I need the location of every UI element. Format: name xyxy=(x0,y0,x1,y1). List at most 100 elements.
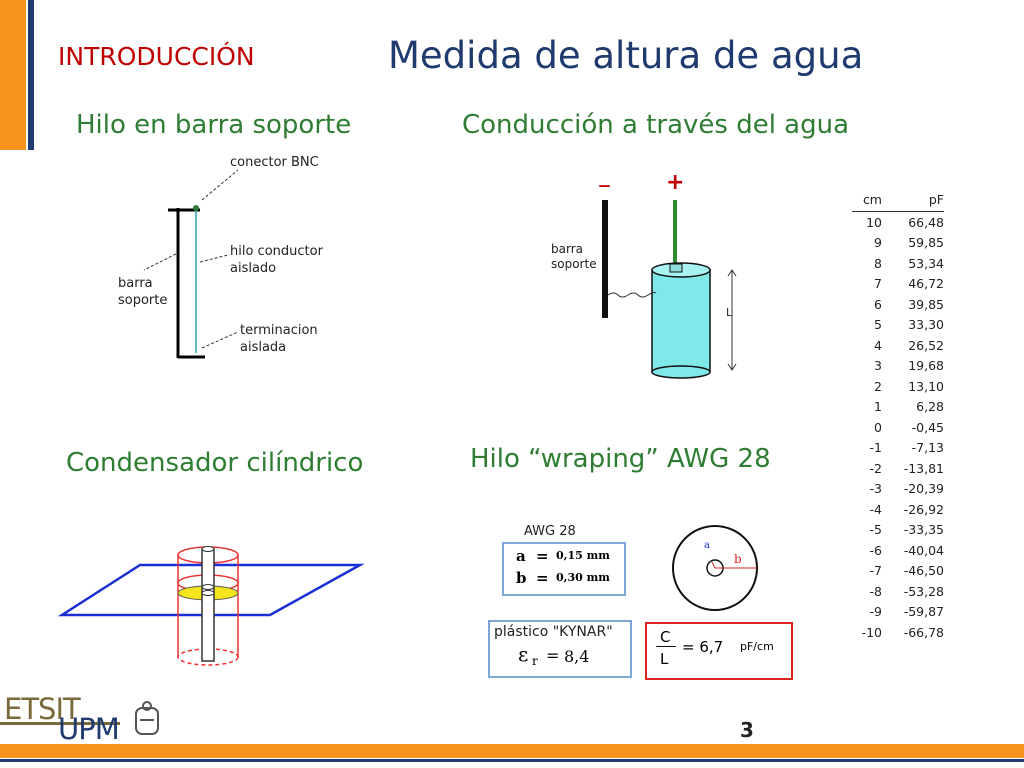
label-bar-line1: barra xyxy=(118,276,153,291)
circle-label-a: a xyxy=(704,540,710,551)
label-bar-water-line2: soporte xyxy=(551,257,597,271)
label-wire-line2: aislado xyxy=(230,261,277,276)
table-row: -7 -46,50 xyxy=(852,561,944,582)
table-row: -8 -53,28 xyxy=(852,581,944,602)
table-row: -5-33,35 xyxy=(852,520,944,541)
cell-pf: -53,28 xyxy=(903,583,944,599)
cell-pf: -40,04 xyxy=(903,542,944,558)
cell-pf: -0,45 xyxy=(911,419,944,435)
footer-accent-line xyxy=(0,759,1024,762)
cell-pf: 33,30 xyxy=(908,317,944,333)
cell-cm: 6 xyxy=(874,296,882,312)
minus-sign: – xyxy=(598,170,611,200)
cell-pf: 59,85 xyxy=(908,235,944,251)
footer-accent-bar xyxy=(0,744,1024,758)
column-header-pf: pF xyxy=(882,192,944,212)
table-row: 10 66,48 xyxy=(852,212,944,233)
label-bar-water-line1: barra xyxy=(551,242,583,256)
cylindrical-capacitor-diagram xyxy=(57,546,365,666)
water-conduction-diagram xyxy=(602,200,737,379)
ratio-numerator: C xyxy=(660,628,671,646)
wire-cross-section xyxy=(672,525,758,611)
table-row: -2 -13,81 xyxy=(852,458,944,479)
epsilon-equals: = xyxy=(546,646,560,665)
cell-cm: 5 xyxy=(874,317,882,333)
epsilon-symbol: ε xyxy=(518,642,529,666)
dim-a-value: 0,15 mm xyxy=(556,549,610,562)
section-label: INTRODUCCIÓN xyxy=(58,42,255,71)
heading-capacitor: Condensador cilíndrico xyxy=(66,448,364,478)
label-bar-line2: soporte xyxy=(118,293,168,308)
dim-b-equals: = xyxy=(536,569,549,587)
ratio-value: = 6,7 xyxy=(682,638,724,656)
cell-cm: 4 xyxy=(874,337,882,353)
cell-cm: -2 xyxy=(869,460,882,476)
cell-pf: 26,52 xyxy=(908,337,944,353)
table-row: -10 -66,78 xyxy=(852,622,944,643)
cell-pf: -13,81 xyxy=(903,460,944,476)
slide-title: Medida de altura de agua xyxy=(388,34,864,77)
epsilon-subscript: r xyxy=(532,654,538,668)
plastic-title: plástico "KYNAR" xyxy=(494,624,613,640)
cell-cm: 9 xyxy=(874,235,882,251)
label-termination-line2: aislada xyxy=(240,340,287,355)
cell-cm: 0 xyxy=(874,419,882,435)
table-header-row: cm pF xyxy=(852,192,944,212)
ratio-denominator: L xyxy=(660,650,669,668)
capacitance-ratio-box xyxy=(645,622,793,680)
label-bnc-connector: conector BNC xyxy=(230,155,319,170)
cell-pf: -20,39 xyxy=(903,481,944,497)
cell-cm: 2 xyxy=(874,378,882,394)
logo-etsit: ETSIT xyxy=(4,692,81,726)
cell-pf: 39,85 xyxy=(908,296,944,312)
cell-cm: 10 xyxy=(866,214,882,230)
awg-title: AWG 28 xyxy=(524,524,576,539)
wire-bar-diagram xyxy=(143,169,239,359)
cell-cm: -3 xyxy=(869,481,882,497)
dim-b-label: b xyxy=(516,569,527,587)
table-row: -3 -20,39 xyxy=(852,479,944,500)
cell-pf: -26,92 xyxy=(903,501,944,517)
cell-cm: -4 xyxy=(869,501,882,517)
table-row: -1-7,13 xyxy=(852,438,944,459)
cell-cm: 3 xyxy=(874,358,882,374)
heading-wire-bar: Hilo en barra soporte xyxy=(76,110,352,140)
label-length: L xyxy=(726,306,733,319)
table-row: 0 -0,45 xyxy=(852,417,944,438)
dim-a-equals: = xyxy=(536,547,549,565)
header-accent-line xyxy=(28,0,34,150)
cell-cm: -8 xyxy=(869,583,882,599)
epsilon-value: 8,4 xyxy=(564,647,590,666)
cell-cm: -5 xyxy=(869,522,882,538)
cell-cm: -9 xyxy=(869,604,882,620)
cell-pf: 13,10 xyxy=(908,378,944,394)
cell-cm: 7 xyxy=(874,276,882,292)
dim-a-label: a xyxy=(516,547,526,565)
heading-water-conduction: Conducción a través del agua xyxy=(462,110,850,140)
logo-bar xyxy=(0,722,120,725)
table-row: -6-40,04 xyxy=(852,540,944,561)
cell-pf: 66,48 xyxy=(908,214,944,230)
table-row: -4 -26,92 xyxy=(852,499,944,520)
plastic-box xyxy=(488,620,632,678)
column-header-cm: cm xyxy=(852,192,882,212)
fraction-bar xyxy=(656,646,676,647)
cell-pf: -46,50 xyxy=(903,563,944,579)
cell-cm: -10 xyxy=(861,624,882,640)
label-wire-line1: hilo conductor xyxy=(230,244,323,259)
cell-cm: -7 xyxy=(869,563,882,579)
cell-pf: 19,68 xyxy=(908,358,944,374)
label-termination-line1: terminacion xyxy=(240,323,318,338)
circle-label-b: b xyxy=(734,552,742,566)
cell-pf: -66,78 xyxy=(903,624,944,640)
cell-pf: 53,34 xyxy=(908,255,944,271)
dim-b-value: 0,30 mm xyxy=(556,571,610,584)
